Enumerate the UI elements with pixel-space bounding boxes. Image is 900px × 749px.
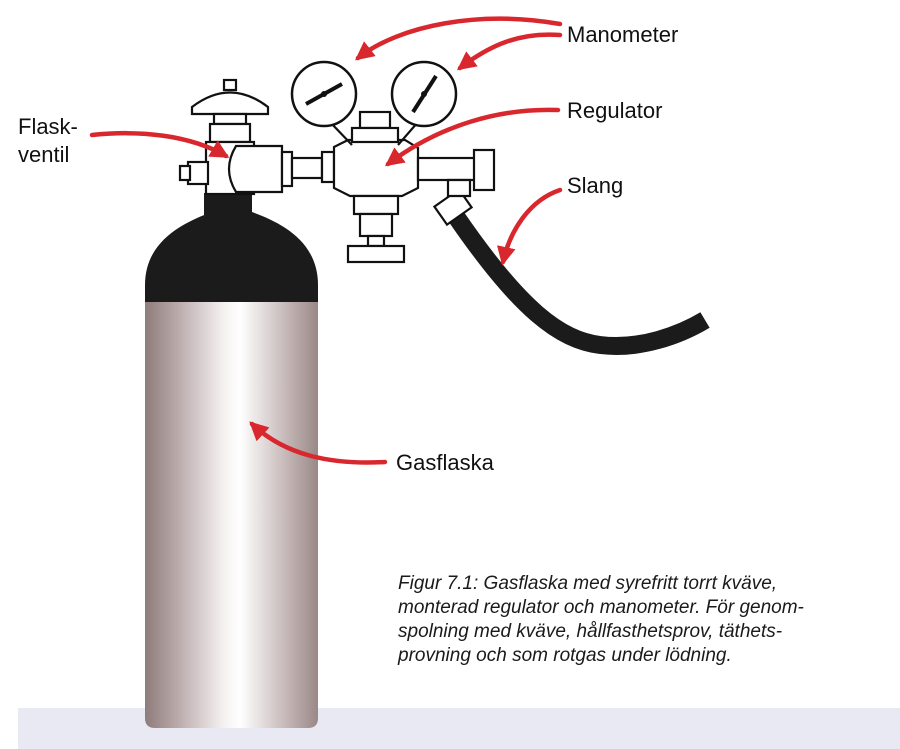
arrow-gasflaska: [249, 421, 388, 465]
caption-line-2: monterad regulator och manometer. För ge…: [398, 597, 804, 618]
caption-line-3: spolning med kväve, hållfasthetsprov, tä…: [398, 621, 783, 642]
cylinder-cap: [145, 212, 318, 302]
manometer-right: [390, 60, 458, 146]
label-flaskventil-line2: ventil: [18, 142, 70, 167]
valve-handwheel: [190, 91, 270, 116]
figure-caption: Figur 7.1: Gasflaska med syrefritt torrt…: [398, 572, 878, 668]
arrow-flaskventil: [89, 130, 230, 159]
label-gasflaska: Gasflaska: [396, 450, 494, 475]
label-slang: Slang: [567, 173, 624, 198]
gas-cylinder: [145, 193, 318, 728]
label-flaskventil-line1: Flask-: [18, 114, 78, 139]
arrow-manometer-left: [355, 16, 563, 61]
hose: [447, 209, 710, 355]
arrow-regulator: [384, 107, 561, 167]
caption-line-4: provning och som rotgas under lödning.: [398, 645, 732, 666]
label-manometer: Manometer: [567, 22, 679, 47]
manometer-left: [290, 60, 358, 146]
cylinder-neck: [204, 193, 252, 215]
arrow-slang: [497, 187, 563, 266]
arrow-manometer-right: [456, 32, 563, 71]
caption-line-1: Figur 7.1: Gasflaska med syrefritt torrt…: [398, 573, 778, 594]
cylinder-body: [145, 300, 318, 728]
label-regulator: Regulator: [567, 98, 663, 123]
